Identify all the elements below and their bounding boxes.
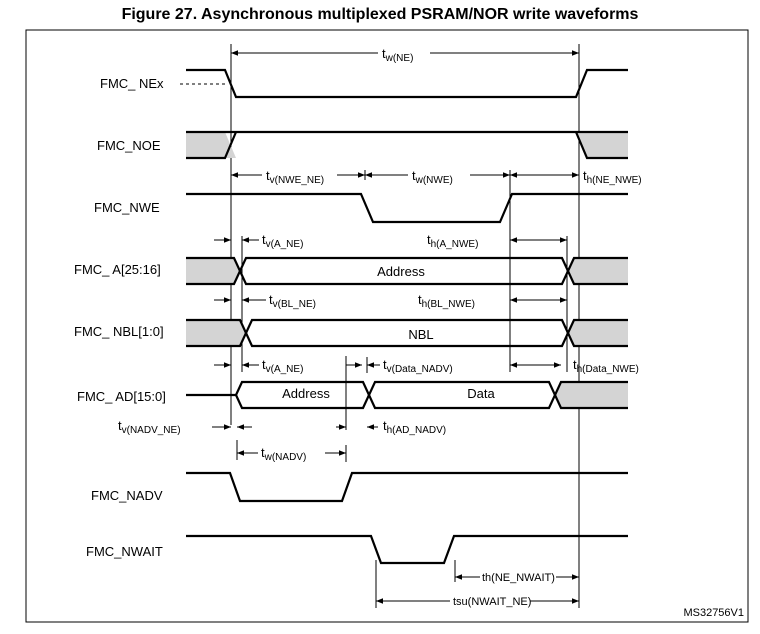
timing-th-bl-nwe: th(BL_NWE) [418, 292, 567, 310]
timing-th-a-nwe: th(A_NWE) [427, 232, 567, 250]
timing-th-ne-nwe: th(NE_NWE) [510, 168, 642, 186]
timing-tv-a-ne-2: tv(A_NE) [214, 357, 303, 375]
bus-value-nbl: NBL [408, 327, 433, 342]
label-tw-nadv: tw(NADV) [261, 445, 306, 463]
timing-tv-nwe-ne: tv(NWE_NE) [231, 168, 365, 186]
timing-tv-nadv-ne: tv(NADV_NE) [118, 418, 252, 436]
label-th-bl-nwe: th(BL_NWE) [418, 292, 475, 310]
label-th-ad-nadv: th(AD_NADV) [383, 418, 446, 436]
figure-frame [25, 29, 749, 623]
signal-label-nbl: FMC_ NBL[1:0] [74, 324, 164, 339]
signal-label-nwait: FMC_NWAIT [86, 544, 163, 559]
timing-tw-ne: tw(NE) [231, 46, 579, 64]
signal-label-nadv: FMC_NADV [91, 488, 163, 503]
timing-tw-nwe: tw(NWE) [365, 168, 510, 186]
signal-label-ad: FMC_ AD[15:0] [77, 389, 166, 404]
label-tw-nwe: tw(NWE) [412, 168, 453, 186]
signal-label-addr: FMC_ A[25:16] [74, 262, 161, 277]
waveform-noe [186, 130, 628, 160]
timing-tv-bl-ne: tv(BL_NE) [214, 292, 316, 310]
signal-label-nwe: FMC_NWE [94, 200, 160, 215]
figure-title: Figure 27. Asynchronous multiplexed PSRA… [121, 6, 639, 23]
signal-labels: FMC_ NEx FMC_NOE FMC_NWE FMC_ A[25:16] F… [74, 76, 225, 559]
waveform-ad: Address Data [186, 380, 628, 410]
reference-lines [230, 44, 580, 608]
label-th-a-nwe: th(A_NWE) [427, 232, 478, 250]
timing-tw-nadv: tw(NADV) [237, 445, 347, 463]
label-tv-a-ne-2: tv(A_NE) [262, 357, 303, 375]
label-tv-nwe-ne: tv(NWE_NE) [266, 168, 324, 186]
label-th-data-nwe: th(Data_NWE) [573, 357, 639, 375]
timing-th-ne-nwait: th(NE_NWAIT) [455, 572, 579, 584]
signal-label-noe: FMC_NOE [97, 138, 161, 153]
timing-th-data-nwe: th(Data_NWE) [510, 357, 639, 375]
waveform-nex [186, 68, 628, 99]
bus-value-address: Address [377, 264, 425, 279]
label-tv-a-ne: tv(A_NE) [262, 232, 303, 250]
waveform-nwait [186, 534, 628, 565]
timing-tv-data-nadv: tv(Data_NADV) [346, 357, 453, 375]
label-th-ne-nwe: th(NE_NWE) [583, 168, 642, 186]
label-tv-bl-ne: tv(BL_NE) [269, 292, 316, 310]
waveform-nbl: NBL [186, 318, 628, 348]
label-tsu-nwait-ne: tsu(NWAIT_NE) [453, 596, 531, 608]
bus-value-ad-data: Data [467, 386, 495, 401]
signal-label-nex: FMC_ NEx [100, 76, 164, 91]
label-tv-data-nadv: tv(Data_NADV) [383, 357, 453, 375]
label-tw-ne: tw(NE) [382, 46, 413, 64]
waveform-nwe [186, 192, 628, 224]
timing-tv-a-ne: tv(A_NE) [214, 232, 303, 250]
label-tv-nadv-ne: tv(NADV_NE) [118, 418, 181, 436]
timing-th-ad-nadv: th(AD_NADV) [336, 418, 446, 436]
waveform-nadv [186, 471, 628, 503]
label-th-ne-nwait: th(NE_NWAIT) [482, 572, 555, 584]
bus-value-ad-address: Address [282, 386, 330, 401]
timing-tsu-nwait-ne: tsu(NWAIT_NE) [376, 596, 579, 608]
waveform-addr: Address [186, 256, 628, 286]
figure-id: MS32756V1 [683, 607, 744, 619]
